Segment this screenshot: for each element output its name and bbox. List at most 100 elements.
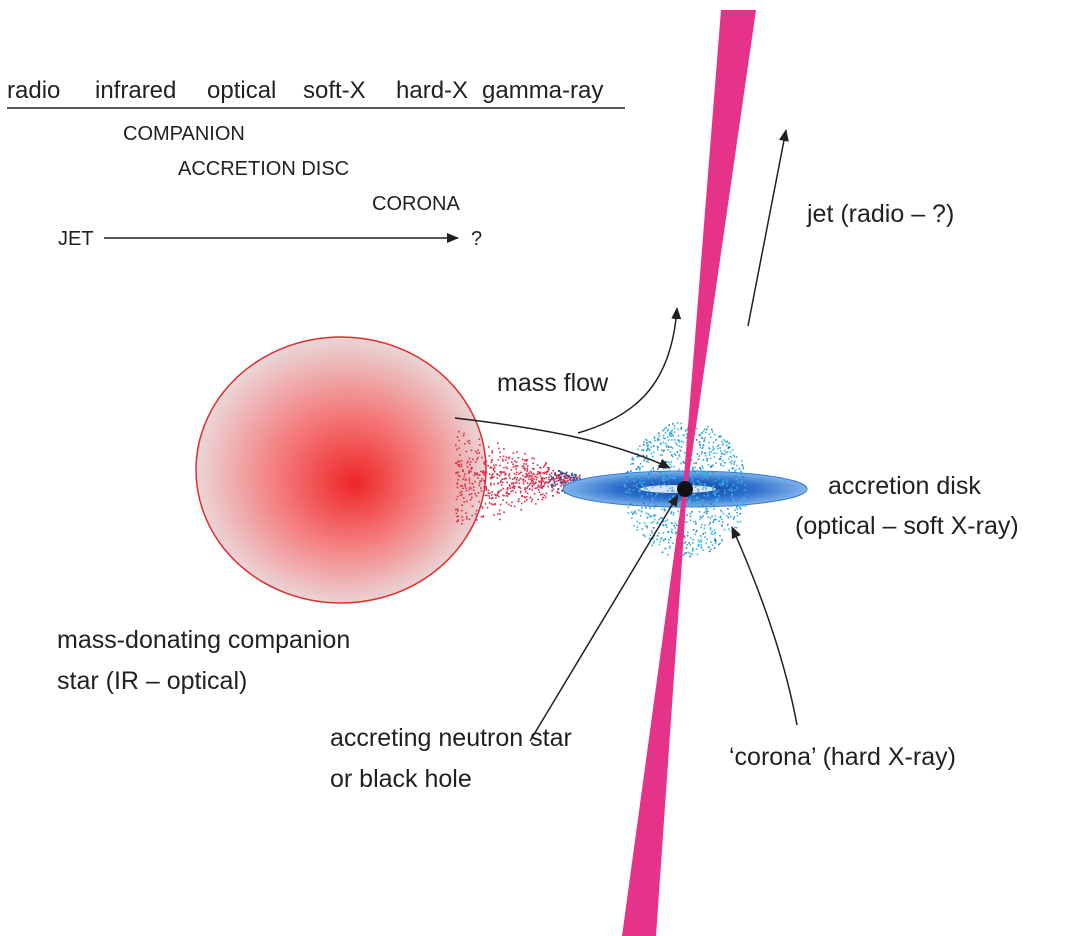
stream-particle xyxy=(497,482,499,485)
corona-particle xyxy=(693,473,695,476)
stream-particle xyxy=(554,473,556,476)
corona-particle xyxy=(646,479,648,481)
stream-particle xyxy=(500,489,502,491)
corona-particle xyxy=(662,434,665,437)
corona-particle xyxy=(686,428,688,431)
corona-particle xyxy=(703,428,706,430)
stream-particle xyxy=(491,451,493,454)
stream-particle xyxy=(480,505,483,508)
corona-particle xyxy=(722,480,724,482)
corona-particle xyxy=(727,508,729,510)
corona-particle xyxy=(639,469,641,471)
corona-particle xyxy=(736,508,739,510)
stream-particle xyxy=(480,470,482,473)
stream-particle xyxy=(536,464,539,466)
stream-particle xyxy=(537,485,540,488)
corona-particle xyxy=(671,470,673,473)
corona-particle xyxy=(694,533,696,536)
corona-particle xyxy=(695,522,697,525)
corona-particle xyxy=(626,490,629,493)
stream-particle xyxy=(478,474,481,476)
corona-particle xyxy=(661,498,664,500)
corona-particle xyxy=(643,486,646,488)
stream-particle xyxy=(547,485,549,488)
stream-particle xyxy=(558,476,561,479)
corona-particle xyxy=(720,452,723,455)
stream-particle xyxy=(502,499,504,501)
stream-particle xyxy=(474,492,476,495)
stream-particle xyxy=(459,491,461,494)
corona-particle xyxy=(722,453,725,455)
corona-particle xyxy=(663,427,666,430)
stream-particle xyxy=(505,494,508,497)
stream-particle xyxy=(511,461,513,463)
stream-particle xyxy=(559,476,562,479)
corona-particle xyxy=(646,525,648,528)
corona-particle xyxy=(698,441,701,443)
stream-particle xyxy=(568,478,571,480)
corona-particle xyxy=(646,471,648,473)
stream-particle xyxy=(490,466,493,469)
stream-particle xyxy=(490,497,493,500)
accretion-disk-label-line1: accretion disk xyxy=(828,472,981,500)
corona-particle xyxy=(736,514,739,517)
stream-particle xyxy=(573,476,575,479)
stream-particle xyxy=(488,497,491,499)
corona-particle xyxy=(644,486,647,489)
corona-particle xyxy=(707,510,709,513)
stream-particle xyxy=(571,474,574,476)
corona-particle xyxy=(680,440,683,442)
stream-particle xyxy=(560,473,563,476)
corona-particle xyxy=(720,484,723,487)
spectrum-key: radio infrared optical soft-X hard-X gam… xyxy=(7,77,625,250)
stream-particle xyxy=(482,515,484,518)
corona-particle xyxy=(662,539,665,542)
corona-particle xyxy=(724,461,726,464)
corona-particle xyxy=(727,458,730,460)
stream-particle xyxy=(528,484,531,487)
corona-particle xyxy=(694,497,696,499)
stream-particle xyxy=(501,471,504,473)
corona-particle xyxy=(644,458,646,461)
stream-particle xyxy=(564,492,566,494)
corona-particle xyxy=(646,449,648,452)
corona-particle xyxy=(669,545,671,548)
stream-particle xyxy=(529,488,531,490)
stream-particle xyxy=(462,469,464,471)
corona-particle xyxy=(713,447,715,450)
stream-particle xyxy=(483,472,486,475)
corona-particle xyxy=(701,451,703,453)
stream-particle xyxy=(537,472,539,475)
corona-particle xyxy=(676,451,679,453)
stream-particle xyxy=(461,484,464,487)
stream-particle xyxy=(475,495,478,497)
corona-particle xyxy=(701,483,703,486)
corona-particle xyxy=(673,431,676,433)
corona-particle xyxy=(626,480,629,483)
corona-particle xyxy=(662,492,664,494)
stream-particle xyxy=(531,479,534,482)
corona-particle xyxy=(703,494,705,497)
corona-particle xyxy=(662,437,665,439)
stream-particle xyxy=(521,494,523,497)
stream-particle xyxy=(465,479,467,482)
stream-particle xyxy=(545,473,548,475)
stream-particle xyxy=(551,476,554,479)
corona-particle xyxy=(646,439,648,442)
corona-particle xyxy=(648,448,651,450)
corona-particle xyxy=(645,525,647,527)
corona-particle xyxy=(642,471,645,473)
corona-particle xyxy=(712,533,714,536)
stream-particle xyxy=(471,514,473,517)
corona-particle xyxy=(692,529,695,531)
stream-particle xyxy=(526,473,528,476)
corona-particle xyxy=(693,470,696,473)
labels: jet (radio – ?) mass flow accretion disk… xyxy=(57,200,1019,793)
corona-particle xyxy=(646,442,648,444)
corona-particle xyxy=(744,484,746,486)
stream-particle xyxy=(524,480,527,482)
corona-particle xyxy=(649,534,652,536)
corona-particle xyxy=(730,530,733,533)
corona-particle xyxy=(692,483,695,486)
stream-particle xyxy=(469,461,472,463)
